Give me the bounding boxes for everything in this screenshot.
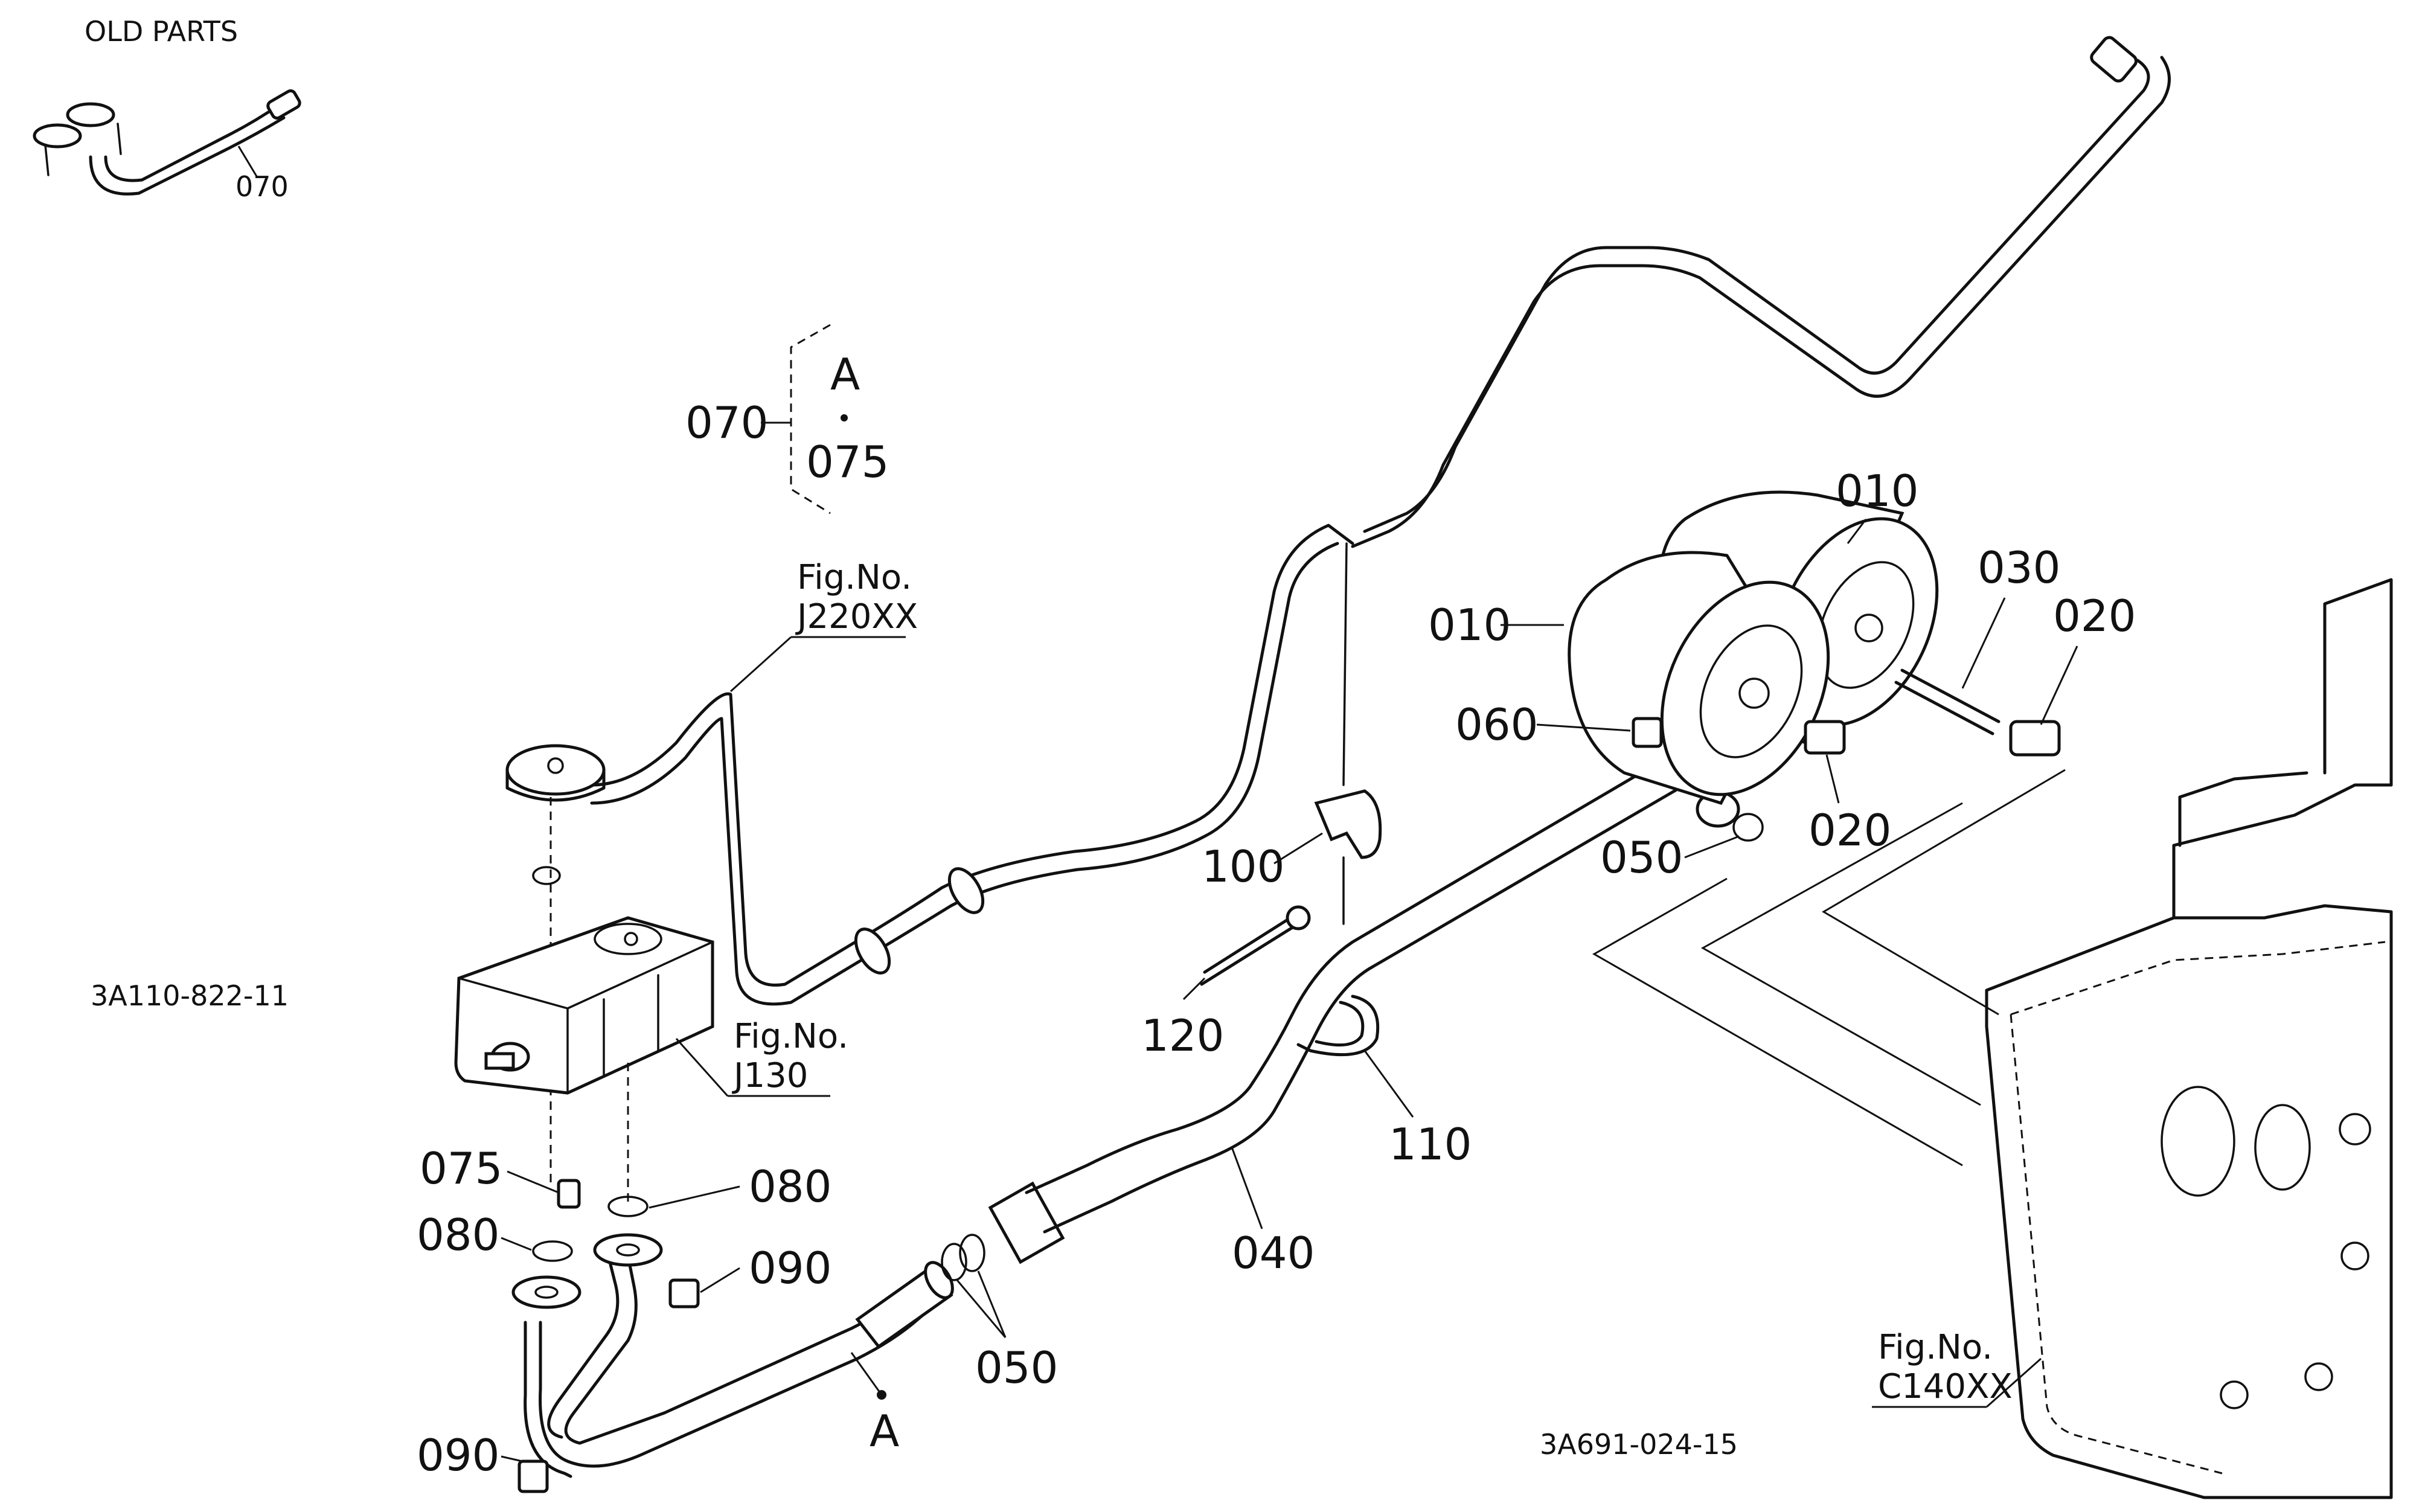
label-050-top: 050 <box>1600 832 1683 883</box>
old-parts-title: OLD PARTS <box>85 15 238 48</box>
label-010-top: 010 <box>1836 466 1918 516</box>
transmission-case <box>1985 578 2393 1499</box>
wire-120 <box>1200 913 1300 986</box>
oil-filters <box>1568 490 2061 806</box>
fig-ref-j220xx: Fig.No. J220XX <box>729 558 918 693</box>
label-020-right: 020 <box>2053 591 2136 641</box>
part-labels: 010 010 030 020 060 020 050 100 120 110 … <box>417 466 2136 1481</box>
svg-text:Fig.No.: Fig.No. <box>734 1017 848 1056</box>
clip-100 <box>1314 789 1382 859</box>
drawing-number-left: 3A110-822-11 <box>91 979 289 1012</box>
fig-ref-j130: Fig.No. J130 <box>675 1017 848 1097</box>
old-pipe-070 <box>89 116 286 196</box>
hose-110 <box>1296 995 1380 1057</box>
svg-text:J130: J130 <box>732 1056 808 1095</box>
svg-text:Fig.No.: Fig.No. <box>1878 1328 1993 1367</box>
svg-text:Fig.No.: Fig.No. <box>797 558 912 597</box>
label-120: 120 <box>1141 1010 1224 1061</box>
delivery-pipe-040 <box>988 754 1764 1264</box>
suction-pipe-a <box>511 1179 985 1493</box>
label-090-bottom: 090 <box>417 1430 499 1481</box>
callout-070-a-075: 070 A 075 <box>685 324 889 514</box>
label-075: 075 <box>420 1143 502 1194</box>
return-pipe <box>505 36 2171 1184</box>
fig-ref-c140xx: Fig.No. C140XX <box>1872 1328 2042 1408</box>
label-080-left: 080 <box>417 1209 499 1260</box>
label-110: 110 <box>1389 1119 1472 1170</box>
drawing-number-bottom: 3A691-024-15 <box>1540 1428 1738 1461</box>
hydraulic-pump <box>454 916 714 1202</box>
label-040: 040 <box>1232 1228 1315 1278</box>
callout-top: A <box>830 349 860 400</box>
label-050-bottom: 050 <box>975 1342 1058 1393</box>
label-100: 100 <box>1202 841 1284 892</box>
label-080-right: 080 <box>749 1161 831 1212</box>
svg-text:C140XX: C140XX <box>1878 1367 2013 1406</box>
svg-text:J220XX: J220XX <box>795 597 918 636</box>
label-090-right: 090 <box>749 1243 831 1293</box>
label-030: 030 <box>1978 542 2060 593</box>
callout-part: 070 <box>685 397 768 448</box>
label-a: A <box>870 1406 899 1456</box>
old-parts-inset: OLD PARTS 070 <box>33 15 301 203</box>
old-parts-label-070: 070 <box>235 170 289 203</box>
label-060: 060 <box>1455 699 1538 750</box>
label-010-left: 010 <box>1428 600 1511 650</box>
callout-bottom: 075 <box>806 437 889 487</box>
label-020-mid: 020 <box>1808 805 1891 856</box>
